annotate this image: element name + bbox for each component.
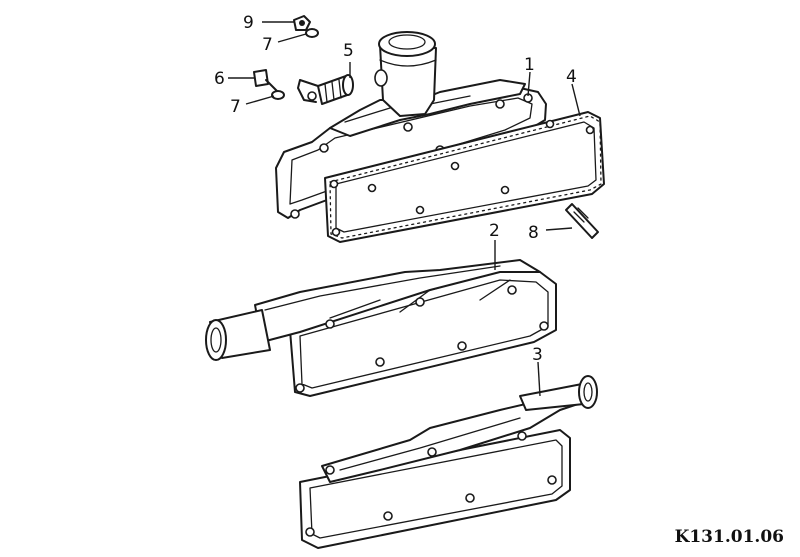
callout-8: 8 <box>528 223 539 243</box>
reference-code: K131.01.06 <box>674 527 784 547</box>
callout-7-lower: 7 <box>230 97 241 117</box>
callout-6: 6 <box>214 69 225 89</box>
callout-1: 1 <box>524 55 535 75</box>
part-3-lower-manifold <box>299 375 598 549</box>
part-2-middle-manifold <box>205 259 557 397</box>
callout-2: 2 <box>489 221 500 241</box>
callout-5: 5 <box>343 41 354 61</box>
callout-4: 4 <box>566 67 577 87</box>
part-5-sensor <box>297 74 354 105</box>
part-9-nut <box>293 15 311 31</box>
part-7-washer-upper <box>305 28 319 38</box>
part-6-screw <box>253 69 279 93</box>
callout-3: 3 <box>532 345 543 365</box>
part-8-stud <box>565 203 599 239</box>
part-4-gasket <box>324 111 605 243</box>
callout-9: 9 <box>243 13 254 33</box>
callout-7-upper: 7 <box>262 35 273 55</box>
leader-lines <box>228 21 581 397</box>
callout-numbers: 9 7 5 6 7 1 4 2 8 3 <box>214 13 577 365</box>
part-7-washer-lower <box>271 90 285 100</box>
